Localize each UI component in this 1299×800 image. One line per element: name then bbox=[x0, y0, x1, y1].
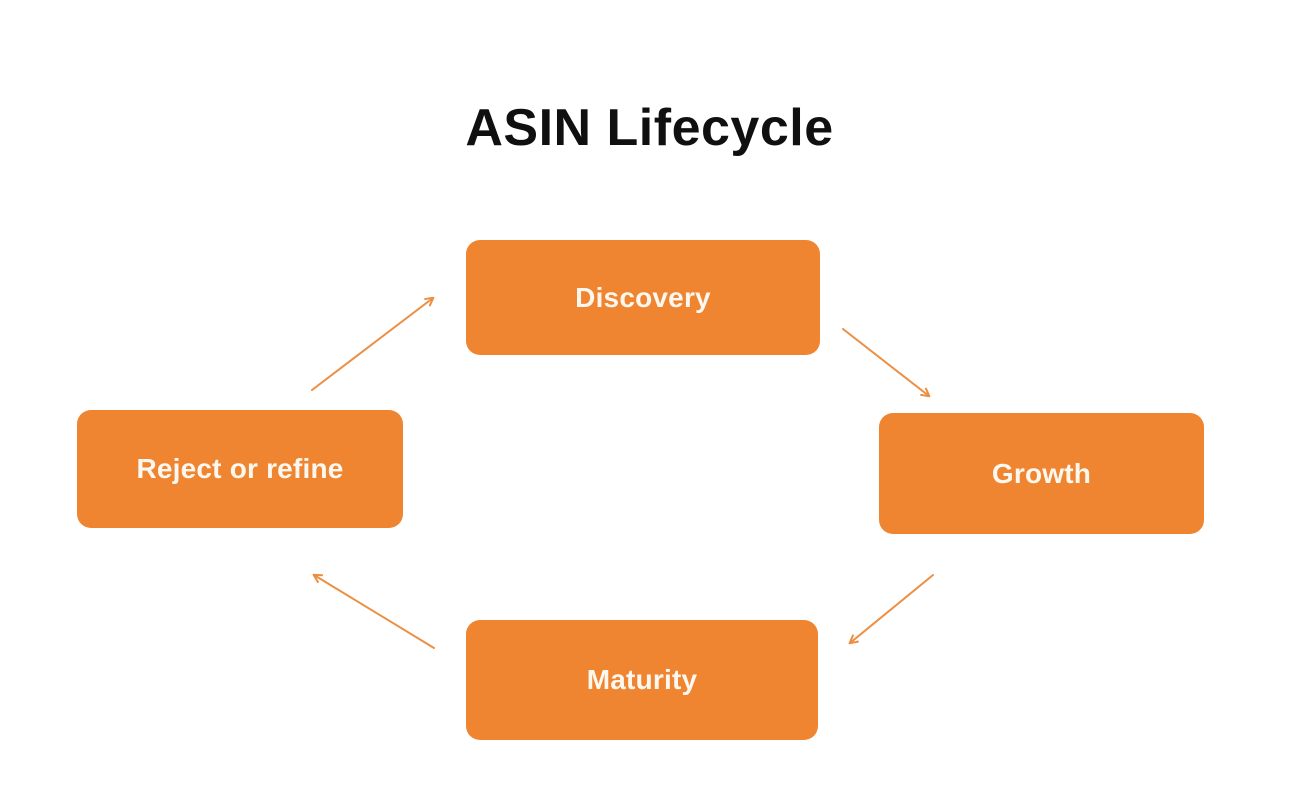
arrow-growth-to-maturity bbox=[848, 574, 934, 645]
node-discovery-label: Discovery bbox=[575, 281, 711, 313]
node-reject-or-refine-label: Reject or refine bbox=[136, 453, 344, 484]
node-maturity-label: Maturity bbox=[586, 664, 698, 695]
node-discovery: Discovery bbox=[466, 240, 820, 355]
node-growth: Growth bbox=[879, 413, 1204, 534]
node-reject-or-refine: Reject or refine bbox=[77, 410, 403, 528]
arrow-discovery-to-growth bbox=[842, 328, 931, 398]
arrow-reject-or-refine-to-discovery bbox=[311, 296, 435, 391]
diagram-title: ASIN Lifecycle bbox=[465, 99, 834, 157]
arrow-maturity-to-reject-or-refine bbox=[312, 573, 435, 649]
node-maturity: Maturity bbox=[466, 620, 818, 740]
node-growth-label: Growth bbox=[991, 457, 1092, 489]
